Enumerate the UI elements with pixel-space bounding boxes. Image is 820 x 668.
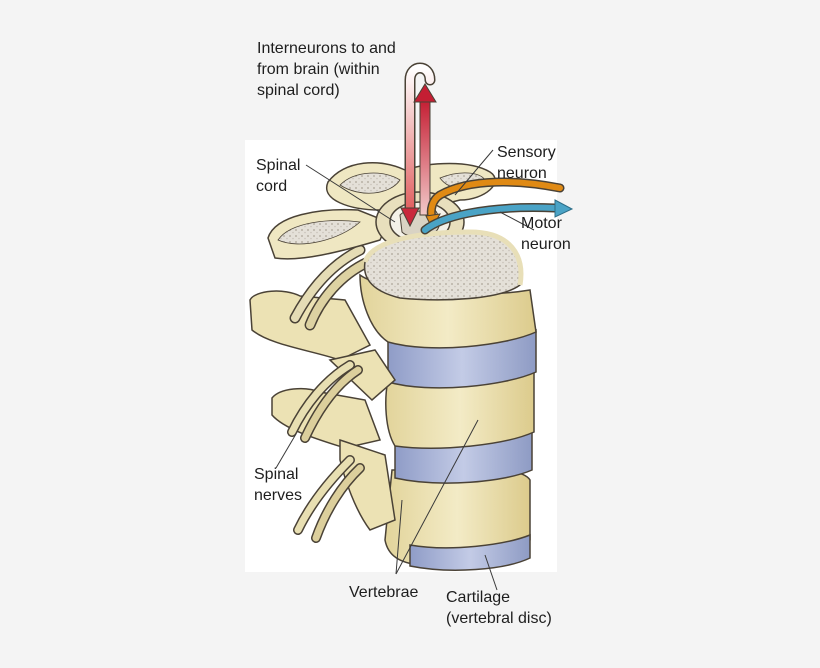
bottom-disc	[409, 533, 531, 571]
label-motor-neuron-line1: Motor	[521, 215, 562, 232]
label-vertebrae-line1: Vertebrae	[349, 584, 419, 601]
label-sensory-neuron-line2: neuron	[497, 165, 547, 182]
label-cartilage-line2: (vertebral disc)	[446, 610, 552, 627]
label-motor-neuron: Motor neuron	[521, 213, 571, 255]
label-cartilage: Cartilage (vertebral disc)	[446, 587, 552, 629]
label-interneurons-line1: Interneurons to and	[257, 40, 396, 57]
spinal-nerves-drawing	[287, 244, 374, 543]
label-spinal-nerves: Spinal nerves	[254, 464, 302, 506]
label-sensory-neuron-line1: Sensory	[497, 144, 556, 161]
label-vertebrae: Vertebrae	[349, 582, 418, 603]
label-spinal-nerves-line2: nerves	[254, 487, 303, 504]
ascending-arrow	[413, 83, 437, 216]
label-sensory-neuron: Sensory neuron	[497, 142, 556, 184]
motor-neuron-arrow	[420, 199, 574, 235]
label-interneurons: Interneurons to and from brain (within s…	[257, 38, 396, 101]
label-spinal-cord: Spinal cord	[256, 155, 300, 197]
label-spinal-nerves-line1: Spinal	[254, 466, 299, 483]
label-spinal-cord-line2: cord	[256, 178, 288, 195]
label-cartilage-line1: Cartilage	[446, 589, 511, 606]
label-interneurons-line3: spinal cord)	[257, 82, 340, 99]
leader-lines	[275, 149, 535, 591]
label-spinal-cord-line1: Spinal	[256, 157, 301, 174]
label-motor-neuron-line2: neuron	[521, 236, 571, 253]
descending-arrowhead	[400, 207, 420, 228]
label-interneurons-line2: from brain (within	[257, 61, 380, 78]
interneuron-pathway	[400, 62, 436, 228]
